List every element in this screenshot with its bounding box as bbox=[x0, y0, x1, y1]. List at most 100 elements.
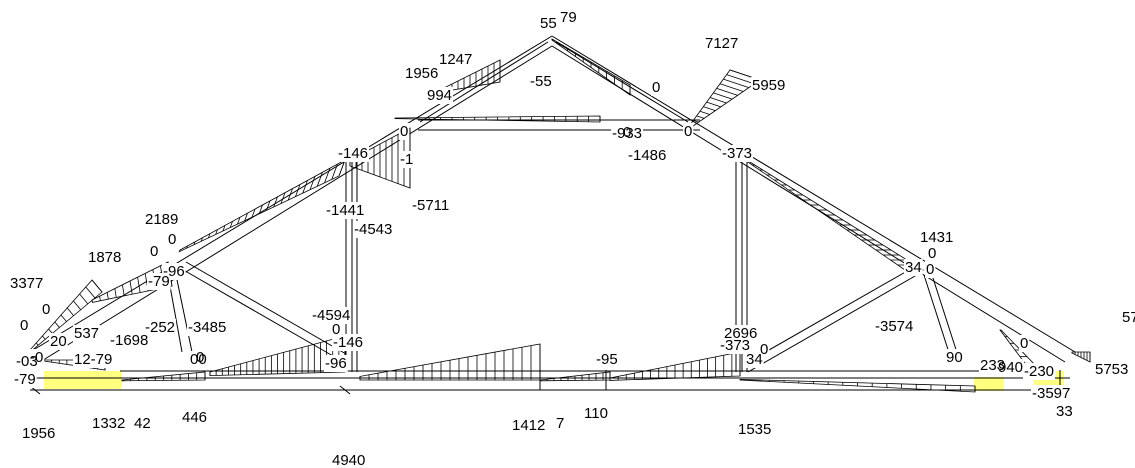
force-label: -3485 bbox=[188, 319, 226, 336]
force-label-background bbox=[704, 35, 740, 52]
left-chord-diagram-hatch-line bbox=[316, 172, 323, 187]
force-label: 0 bbox=[928, 245, 936, 262]
force-label-background bbox=[997, 359, 1025, 376]
force-label: -3597 bbox=[1032, 385, 1070, 402]
force-label-background bbox=[759, 341, 770, 358]
force-label-background bbox=[529, 73, 553, 90]
left-chord-diagram-hatch-line bbox=[273, 196, 278, 208]
force-label-background bbox=[144, 211, 180, 228]
left-lower-chord-diagram-hatch-line bbox=[122, 284, 125, 296]
force-label-background bbox=[399, 151, 415, 168]
right-upper-peak-diagram-hatch-line bbox=[713, 92, 733, 100]
right-upper-peak-diagram-hatch-line bbox=[699, 110, 710, 115]
force-label: 233 bbox=[980, 357, 1005, 374]
right-upper-peak-diagram-hatch-line bbox=[723, 78, 749, 89]
left-chord-diagram-hatch-line bbox=[215, 229, 218, 235]
force-label: 0 bbox=[652, 79, 660, 96]
force-label: -373 bbox=[720, 337, 750, 354]
apex-strut-b bbox=[555, 41, 689, 123]
left-top-chord-outer bbox=[29, 35, 553, 353]
force-label-background bbox=[1055, 403, 1074, 420]
force-label: 446 bbox=[182, 409, 207, 426]
force-label: -933 bbox=[612, 125, 642, 142]
left-top-chord-inner bbox=[39, 45, 553, 363]
left-chord-diagram-hatch-line bbox=[222, 225, 226, 232]
left-chord-diagram-hatch-line bbox=[309, 176, 316, 190]
apex-strut-a bbox=[419, 41, 549, 123]
force-label-background bbox=[927, 245, 938, 262]
force-label-background bbox=[426, 87, 454, 104]
label-backgrounds bbox=[9, 9, 1135, 468]
left-end-diagram-hatch-line bbox=[42, 335, 46, 340]
force-label-background bbox=[404, 65, 440, 82]
left-chord-diagram-hatch-line bbox=[338, 159, 346, 177]
force-label: 0 bbox=[196, 349, 204, 366]
left-chord-diagram-hatch-line bbox=[186, 245, 188, 249]
force-label-background bbox=[1121, 309, 1135, 326]
force-label: 7 bbox=[556, 415, 564, 432]
force-label: 4940 bbox=[332, 452, 365, 468]
force-label: 90 bbox=[946, 349, 963, 366]
force-label: 0 bbox=[42, 301, 50, 318]
force-label-background bbox=[109, 332, 150, 349]
force-label-background bbox=[745, 351, 764, 368]
force-label: -252 bbox=[145, 319, 175, 336]
force-label: -4594 bbox=[312, 307, 350, 324]
force-label-background bbox=[583, 405, 609, 422]
right-top-chord-outer bbox=[551, 35, 1076, 353]
left-end-diagram-hatch-line bbox=[35, 342, 39, 346]
left-end-diagram-hatch-line bbox=[54, 321, 60, 328]
force-label-background bbox=[149, 243, 160, 260]
force-label-background bbox=[555, 415, 566, 432]
force-label: -95 bbox=[596, 351, 618, 368]
force-label: 0 bbox=[926, 261, 934, 278]
right-upper-peak-diagram-outline bbox=[689, 69, 761, 127]
left-chord-diagram-hatch-line bbox=[237, 217, 241, 225]
force-label-background bbox=[353, 221, 394, 238]
force-label: 537 bbox=[74, 325, 99, 342]
force-label: -146 bbox=[333, 334, 363, 351]
force-label-background bbox=[73, 325, 101, 342]
right-upper-peak-diagram-hatch-line bbox=[696, 115, 705, 119]
force-label-background bbox=[411, 197, 451, 214]
force-label-background bbox=[15, 353, 39, 370]
force-label-background bbox=[737, 421, 773, 438]
force-label: 0 bbox=[760, 341, 768, 358]
force-label: 994 bbox=[427, 87, 452, 104]
left-chord-diagram-hatch-line bbox=[229, 221, 233, 228]
left-diagonal-a bbox=[179, 267, 341, 361]
force-label: 79 bbox=[560, 9, 577, 26]
left-strut-b bbox=[175, 274, 193, 353]
force-label-background bbox=[332, 334, 365, 351]
left-end-diagram-hatch-line bbox=[79, 293, 89, 305]
force-label: 0 bbox=[1020, 335, 1028, 352]
force-label-background bbox=[73, 351, 114, 368]
right-upper-peak-diagram-hatch-line bbox=[719, 83, 744, 92]
force-label-background bbox=[683, 123, 694, 140]
force-label: -03 bbox=[16, 353, 38, 370]
left-lower-chord-diagram-hatch-line bbox=[137, 277, 141, 293]
force-label: 1878 bbox=[88, 249, 121, 266]
force-label: -79 bbox=[148, 273, 170, 290]
force-label: 110 bbox=[584, 405, 608, 422]
force-label-background bbox=[1094, 361, 1130, 378]
right-upper-peak-diagram-hatch-line bbox=[693, 120, 699, 123]
force-label: -230 bbox=[1024, 363, 1054, 380]
force-label-background bbox=[49, 333, 68, 350]
force-label-background bbox=[904, 259, 923, 276]
force-label: 34 bbox=[905, 259, 922, 276]
force-label-background bbox=[719, 337, 752, 354]
right-upper-peak-diagram-hatch-line bbox=[716, 87, 738, 96]
force-label: -96 bbox=[325, 355, 347, 372]
force-label: 5959 bbox=[752, 77, 785, 94]
left-chord-diagram-hatch-line bbox=[200, 237, 203, 242]
force-label: 5753 bbox=[1122, 309, 1135, 326]
force-label-background bbox=[1023, 363, 1056, 380]
right-diagonal-b bbox=[747, 265, 917, 363]
force-label: 42 bbox=[134, 415, 151, 432]
force-label-background bbox=[187, 319, 228, 336]
force-label-background bbox=[325, 202, 366, 219]
force-label: 33 bbox=[1056, 403, 1073, 420]
force-label-background bbox=[19, 317, 30, 334]
